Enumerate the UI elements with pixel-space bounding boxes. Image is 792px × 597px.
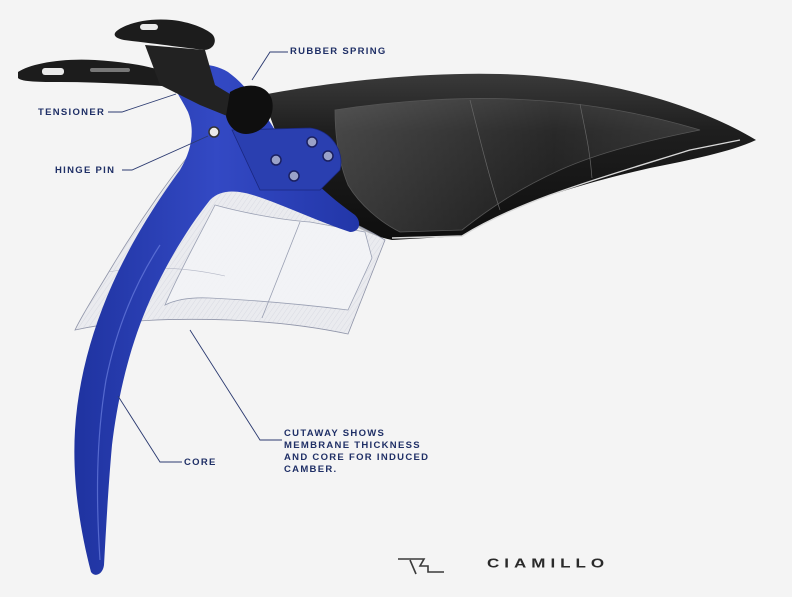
blade-edge-highlight [391, 139, 741, 239]
bolt [306, 136, 318, 148]
brand-wordmark: CIAMILLO [487, 556, 610, 571]
label-cutaway: CUTAWAY SHOWS MEMBRANE THICKNESS AND COR… [284, 428, 429, 476]
rubber-spring-body [226, 85, 273, 134]
label-cutaway-line: CUTAWAY SHOWS [284, 428, 386, 439]
hinge-pin-head [208, 126, 220, 138]
label-cutaway-line: MEMBRANE THICKNESS [284, 440, 421, 451]
bolt [288, 170, 300, 182]
binding-arm [18, 59, 172, 86]
leader-lines [108, 51, 288, 463]
membrane-fold [261, 221, 301, 319]
blade [262, 73, 756, 240]
blade-seam [469, 99, 501, 211]
leader-cutaway [189, 329, 282, 441]
leader-rubber-spring [251, 51, 288, 81]
membrane-inner [164, 204, 373, 311]
leader-tensioner [108, 93, 177, 113]
blade-seam-2 [579, 103, 593, 179]
binding-plate [18, 19, 273, 134]
bolt [322, 150, 334, 162]
binding-slot [90, 68, 130, 72]
binding-slot [140, 24, 158, 30]
leader-core [117, 395, 182, 463]
label-cutaway-line: AND CORE FOR INDUCED [284, 452, 430, 463]
label-core: CORE [184, 457, 217, 468]
binding-top [114, 19, 215, 50]
binding-slot [42, 68, 64, 75]
label-rubber-spring: RUBBER SPRING [290, 46, 387, 57]
label-tensioner: TENSIONER [38, 107, 106, 118]
core-highlight [96, 244, 161, 561]
label-hinge-pin: HINGE PIN [55, 165, 116, 176]
bolt [270, 154, 282, 166]
blade-inner-panel [334, 98, 701, 233]
core-body [74, 64, 360, 575]
ciamillo-logo-mark-icon [398, 558, 444, 575]
label-cutaway-line: CAMBER. [284, 464, 338, 475]
binding-stem [145, 45, 240, 118]
leader-hinge-pin [122, 135, 209, 171]
